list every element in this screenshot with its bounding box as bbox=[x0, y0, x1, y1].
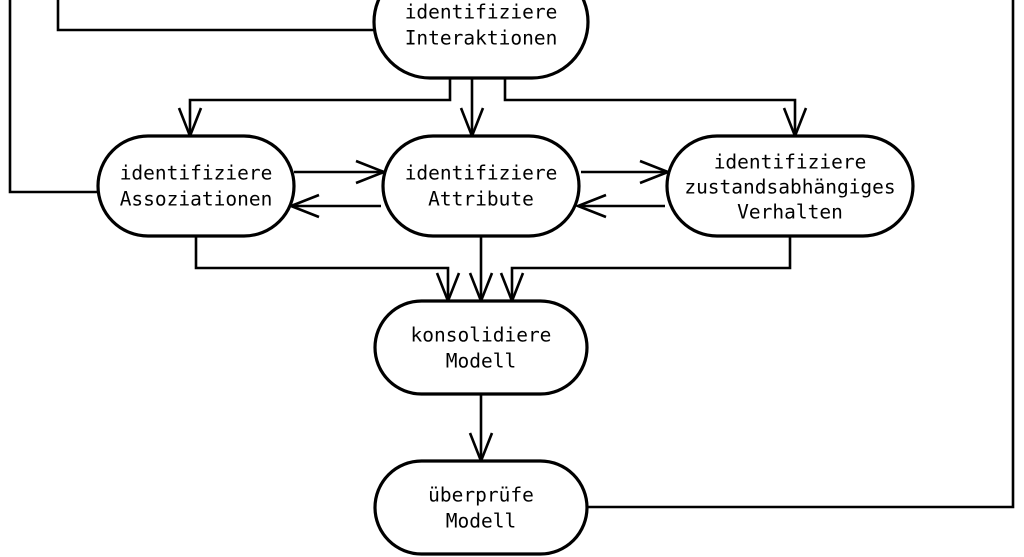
node-ueberpruefe[interactable]: überprüfe Modell bbox=[373, 459, 589, 556]
node-attribute-label-line1: identifiziere bbox=[405, 162, 558, 185]
edge-interaktionen-to-assoziationen bbox=[188, 78, 452, 134]
edge-assoziationen-to-konsolidiere bbox=[194, 236, 450, 299]
node-assoziationen-label-line2: Assoziationen bbox=[120, 188, 273, 211]
node-interaktionen-shape bbox=[372, 0, 590, 80]
node-assoziationen-label-line1: identifiziere bbox=[120, 162, 273, 185]
node-zustandsverhalten-label-line3: Verhalten bbox=[737, 201, 843, 224]
node-konsolidiere-label-line1: konsolidiere bbox=[411, 324, 552, 347]
node-konsolidiere[interactable]: konsolidiere Modell bbox=[373, 299, 589, 396]
edge-ueberpruefe-feedback-right bbox=[585, 0, 1015, 509]
node-ueberpruefe-shape bbox=[373, 459, 589, 556]
edge-zustandsverhalten-to-konsolidiere bbox=[510, 236, 792, 299]
arrowhead-zustandsverhalten-to-attribute bbox=[574, 193, 607, 219]
node-assoziationen[interactable]: identifiziere Assoziationen bbox=[96, 134, 296, 238]
node-layer: identifiziere Interaktionen identifizier… bbox=[96, 0, 915, 556]
node-interaktionen-label-line2: Interaktionen bbox=[405, 27, 558, 50]
node-konsolidiere-label-line2: Modell bbox=[446, 350, 516, 373]
node-interaktionen-label-line1: identifiziere bbox=[405, 1, 558, 24]
edge-interaktionen-to-zustandsverhalten bbox=[503, 78, 797, 134]
edge-interaktionen-feedback-left bbox=[56, 0, 376, 32]
node-attribute-shape bbox=[381, 134, 581, 238]
node-zustandsverhalten-label-line1: identifiziere bbox=[714, 151, 867, 174]
edge-layer bbox=[8, 0, 1015, 509]
node-assoziationen-shape bbox=[96, 134, 296, 238]
node-ueberpruefe-label-line2: Modell bbox=[446, 510, 516, 533]
node-ueberpruefe-label-line1: überprüfe bbox=[428, 484, 534, 507]
node-zustandsverhalten-label-line2: zustandsabhängiges bbox=[684, 176, 895, 199]
edge-assoziationen-feedback-left bbox=[8, 0, 100, 194]
node-zustandsverhalten[interactable]: identifiziere zustandsabhängiges Verhalt… bbox=[665, 134, 915, 238]
node-attribute[interactable]: identifiziere Attribute bbox=[381, 134, 581, 238]
node-interaktionen[interactable]: identifiziere Interaktionen bbox=[372, 0, 590, 80]
node-attribute-label-line2: Attribute bbox=[428, 188, 534, 211]
node-konsolidiere-shape bbox=[373, 299, 589, 396]
node-zustandsverhalten-shape bbox=[665, 134, 915, 238]
